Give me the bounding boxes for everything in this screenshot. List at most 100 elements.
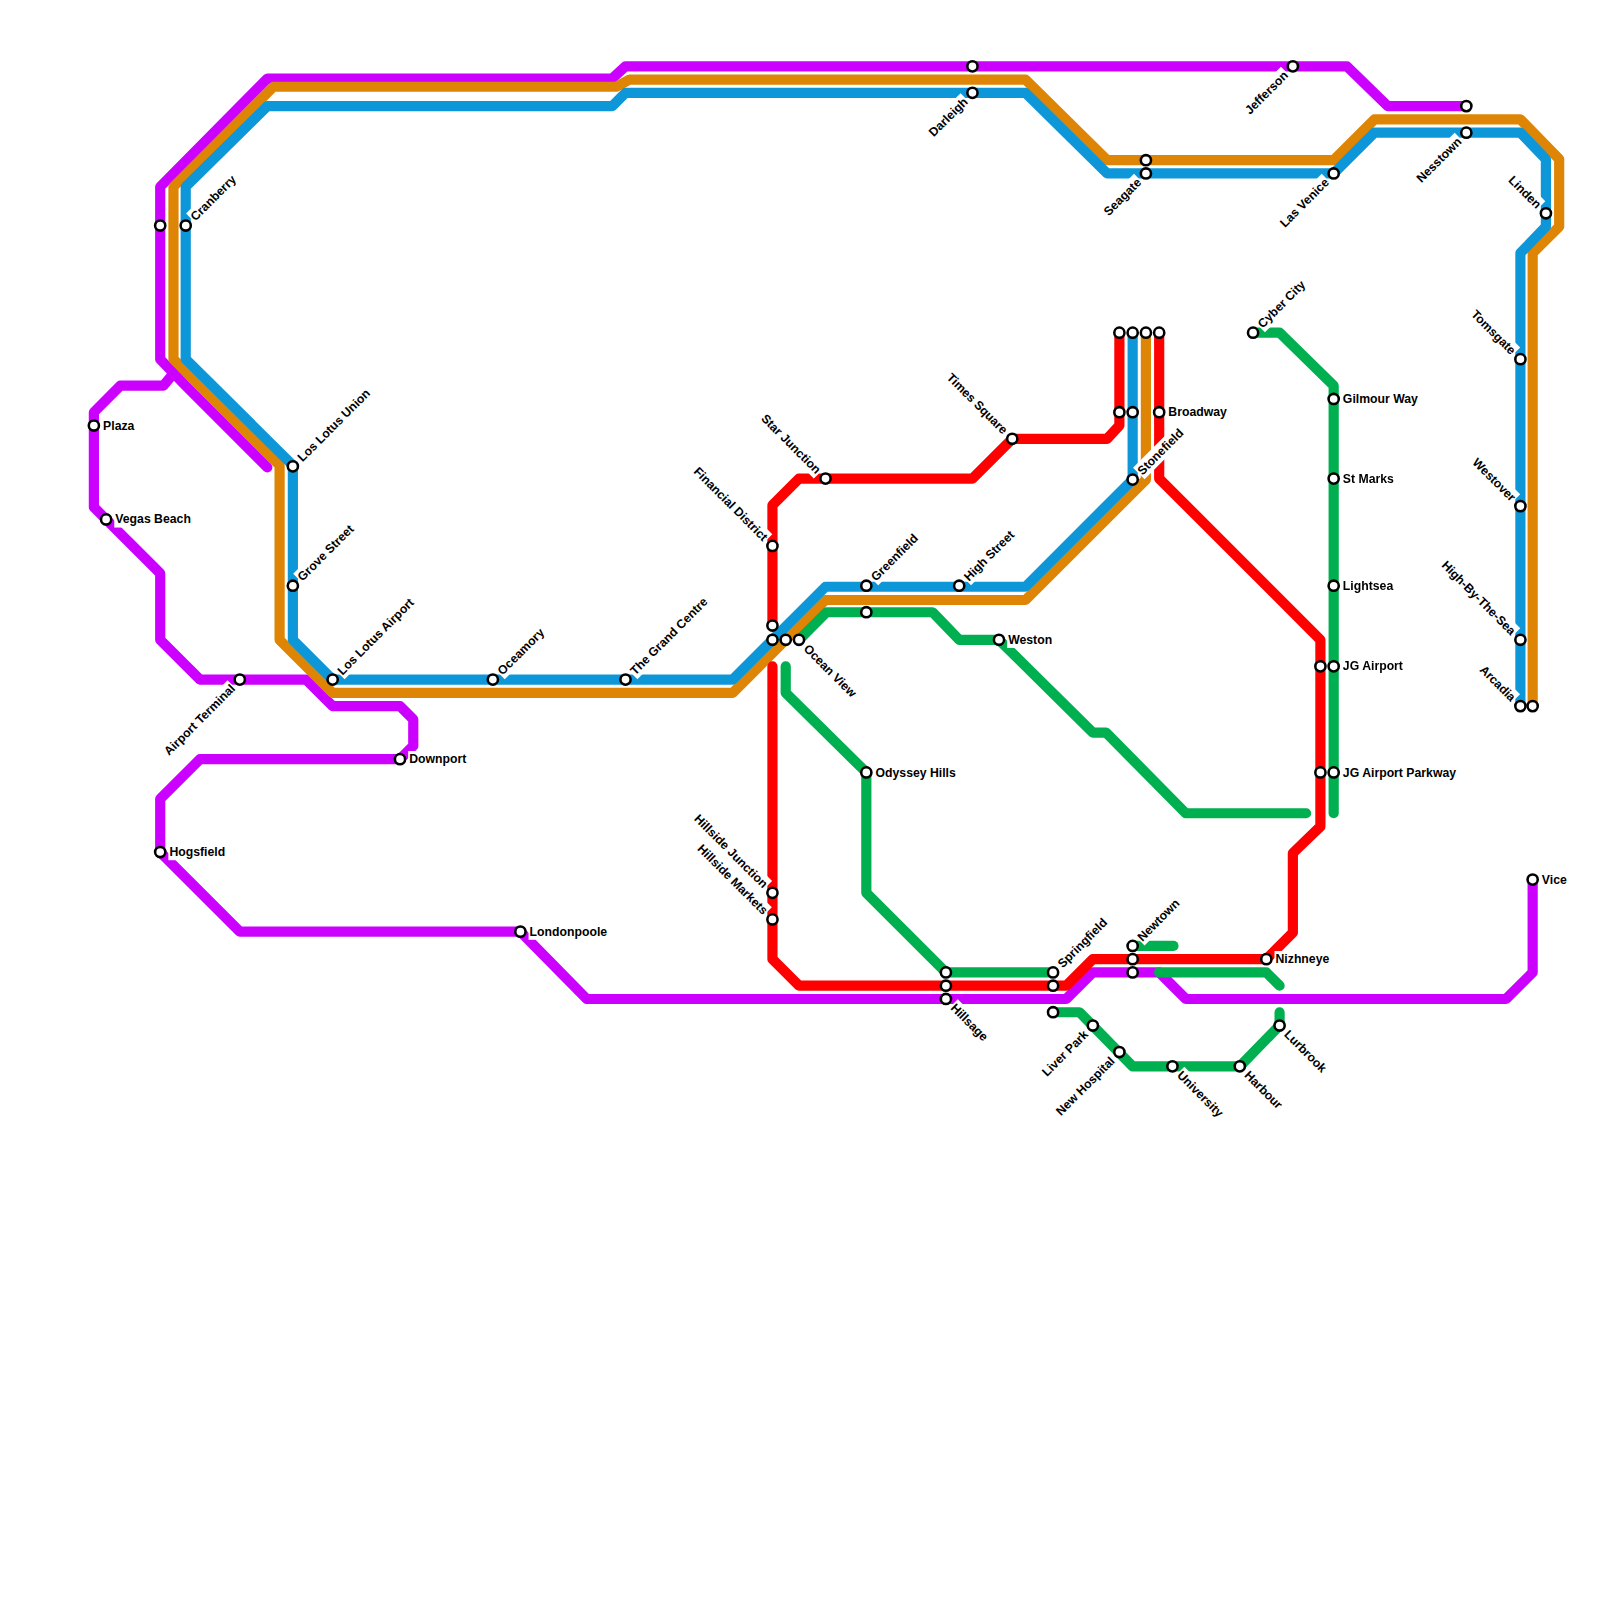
station-label: Lightsea (1342, 578, 1394, 594)
station-marker (767, 888, 777, 898)
station-marker (1128, 941, 1138, 951)
station-label: Grove Street (293, 520, 358, 585)
station-marker (288, 581, 298, 591)
station-marker (288, 461, 298, 471)
station-marker (1114, 1047, 1124, 1057)
station-marker (1128, 954, 1138, 964)
green-line (1159, 972, 1279, 985)
station-marker (1048, 1007, 1058, 1017)
station-marker (155, 220, 165, 230)
station-marker (861, 767, 871, 777)
station-marker (1167, 1061, 1177, 1071)
station-label: Londonpoole (529, 923, 609, 939)
station-marker (1515, 354, 1525, 364)
station-marker (1515, 635, 1525, 645)
station-marker (861, 581, 871, 591)
station-label: Odyssey Hills (874, 764, 956, 780)
station-label: Lurbrook (1280, 1026, 1331, 1077)
station-label: Nizhneye (1274, 951, 1330, 967)
station-label: Broadway (1167, 404, 1228, 420)
station-label: Las Venice (1276, 174, 1334, 232)
green-line (799, 612, 1306, 813)
station-marker (794, 635, 804, 645)
station-label: Jefferson (1241, 67, 1293, 119)
station-marker (1154, 407, 1164, 417)
station-marker (1515, 501, 1525, 511)
green-line (1253, 333, 1334, 814)
station-marker (395, 754, 405, 764)
station-label: Harbour (1240, 1067, 1287, 1114)
station-label: Greenfield (867, 530, 923, 586)
station-label: High-By-The-Sea (1437, 557, 1520, 640)
station-marker (1128, 407, 1138, 417)
station-marker (954, 581, 964, 591)
blue-line (186, 93, 1546, 706)
station-marker (101, 514, 111, 524)
station-marker (1528, 874, 1538, 884)
station-marker (941, 967, 951, 977)
station-marker (181, 220, 191, 230)
station-label: The Grand Centre (626, 593, 712, 679)
station-marker (1461, 128, 1471, 138)
station-marker (1235, 1061, 1245, 1071)
station-marker (767, 541, 777, 551)
station-label: Los Lotus Airport (333, 594, 418, 679)
station-label: Linden (1504, 172, 1545, 213)
station-marker (1329, 473, 1339, 483)
station-label: JG Airport (1342, 658, 1404, 674)
station-label: Darleigh (924, 93, 972, 141)
station-marker (1007, 434, 1017, 444)
green-line (786, 666, 1053, 972)
station-label: Cyber City (1253, 276, 1309, 332)
station-marker (1114, 407, 1124, 417)
station-marker (767, 620, 777, 630)
station-label: Plaza (102, 417, 135, 433)
station-marker (941, 994, 951, 1004)
station-label: Vegas Beach (114, 511, 192, 527)
station-label: High Street (960, 526, 1019, 585)
station-marker (1128, 474, 1138, 484)
station-marker (1141, 168, 1151, 178)
station-marker (89, 420, 99, 430)
station-marker (1329, 661, 1339, 671)
station-marker (1128, 328, 1138, 338)
station-marker (820, 473, 830, 483)
station-marker (781, 635, 791, 645)
station-marker (1315, 767, 1325, 777)
station-label: Hogsfield (168, 844, 226, 860)
station-group (89, 61, 1551, 1071)
station-label: Financial District (689, 463, 772, 546)
station-marker (994, 635, 1004, 645)
station-marker (767, 635, 777, 645)
station-label: University (1173, 1067, 1228, 1122)
station-marker (967, 88, 977, 98)
station-label: Newtown (1133, 895, 1184, 946)
station-label: JG Airport Parkway (1342, 764, 1457, 780)
station-marker (1248, 328, 1258, 338)
station-label: Ocean View (799, 640, 860, 701)
station-marker (1329, 581, 1339, 591)
station-label: Hillsage (946, 999, 992, 1045)
station-marker (1315, 661, 1325, 671)
station-marker (515, 927, 525, 937)
station-marker (1329, 767, 1339, 777)
station-marker (328, 674, 338, 684)
station-label: Gilmour Way (1342, 391, 1419, 407)
station-label: Tomsgate (1467, 306, 1520, 359)
station-marker (1528, 701, 1538, 711)
station-label: St Marks (1342, 470, 1395, 486)
station-marker (1329, 168, 1339, 178)
station-marker (941, 981, 951, 991)
red-line (772, 333, 1119, 626)
station-marker (967, 61, 977, 71)
station-marker (1515, 701, 1525, 711)
station-marker (1274, 1020, 1284, 1030)
station-marker (1261, 954, 1271, 964)
station-label: Airport Terminal (160, 680, 240, 760)
red-line (772, 333, 1320, 986)
station-label: Arcadia (1475, 661, 1520, 706)
purple-line (160, 66, 1466, 467)
station-label: Los Lotus Union (293, 385, 374, 466)
station-label: Liver Park (1038, 1026, 1093, 1081)
